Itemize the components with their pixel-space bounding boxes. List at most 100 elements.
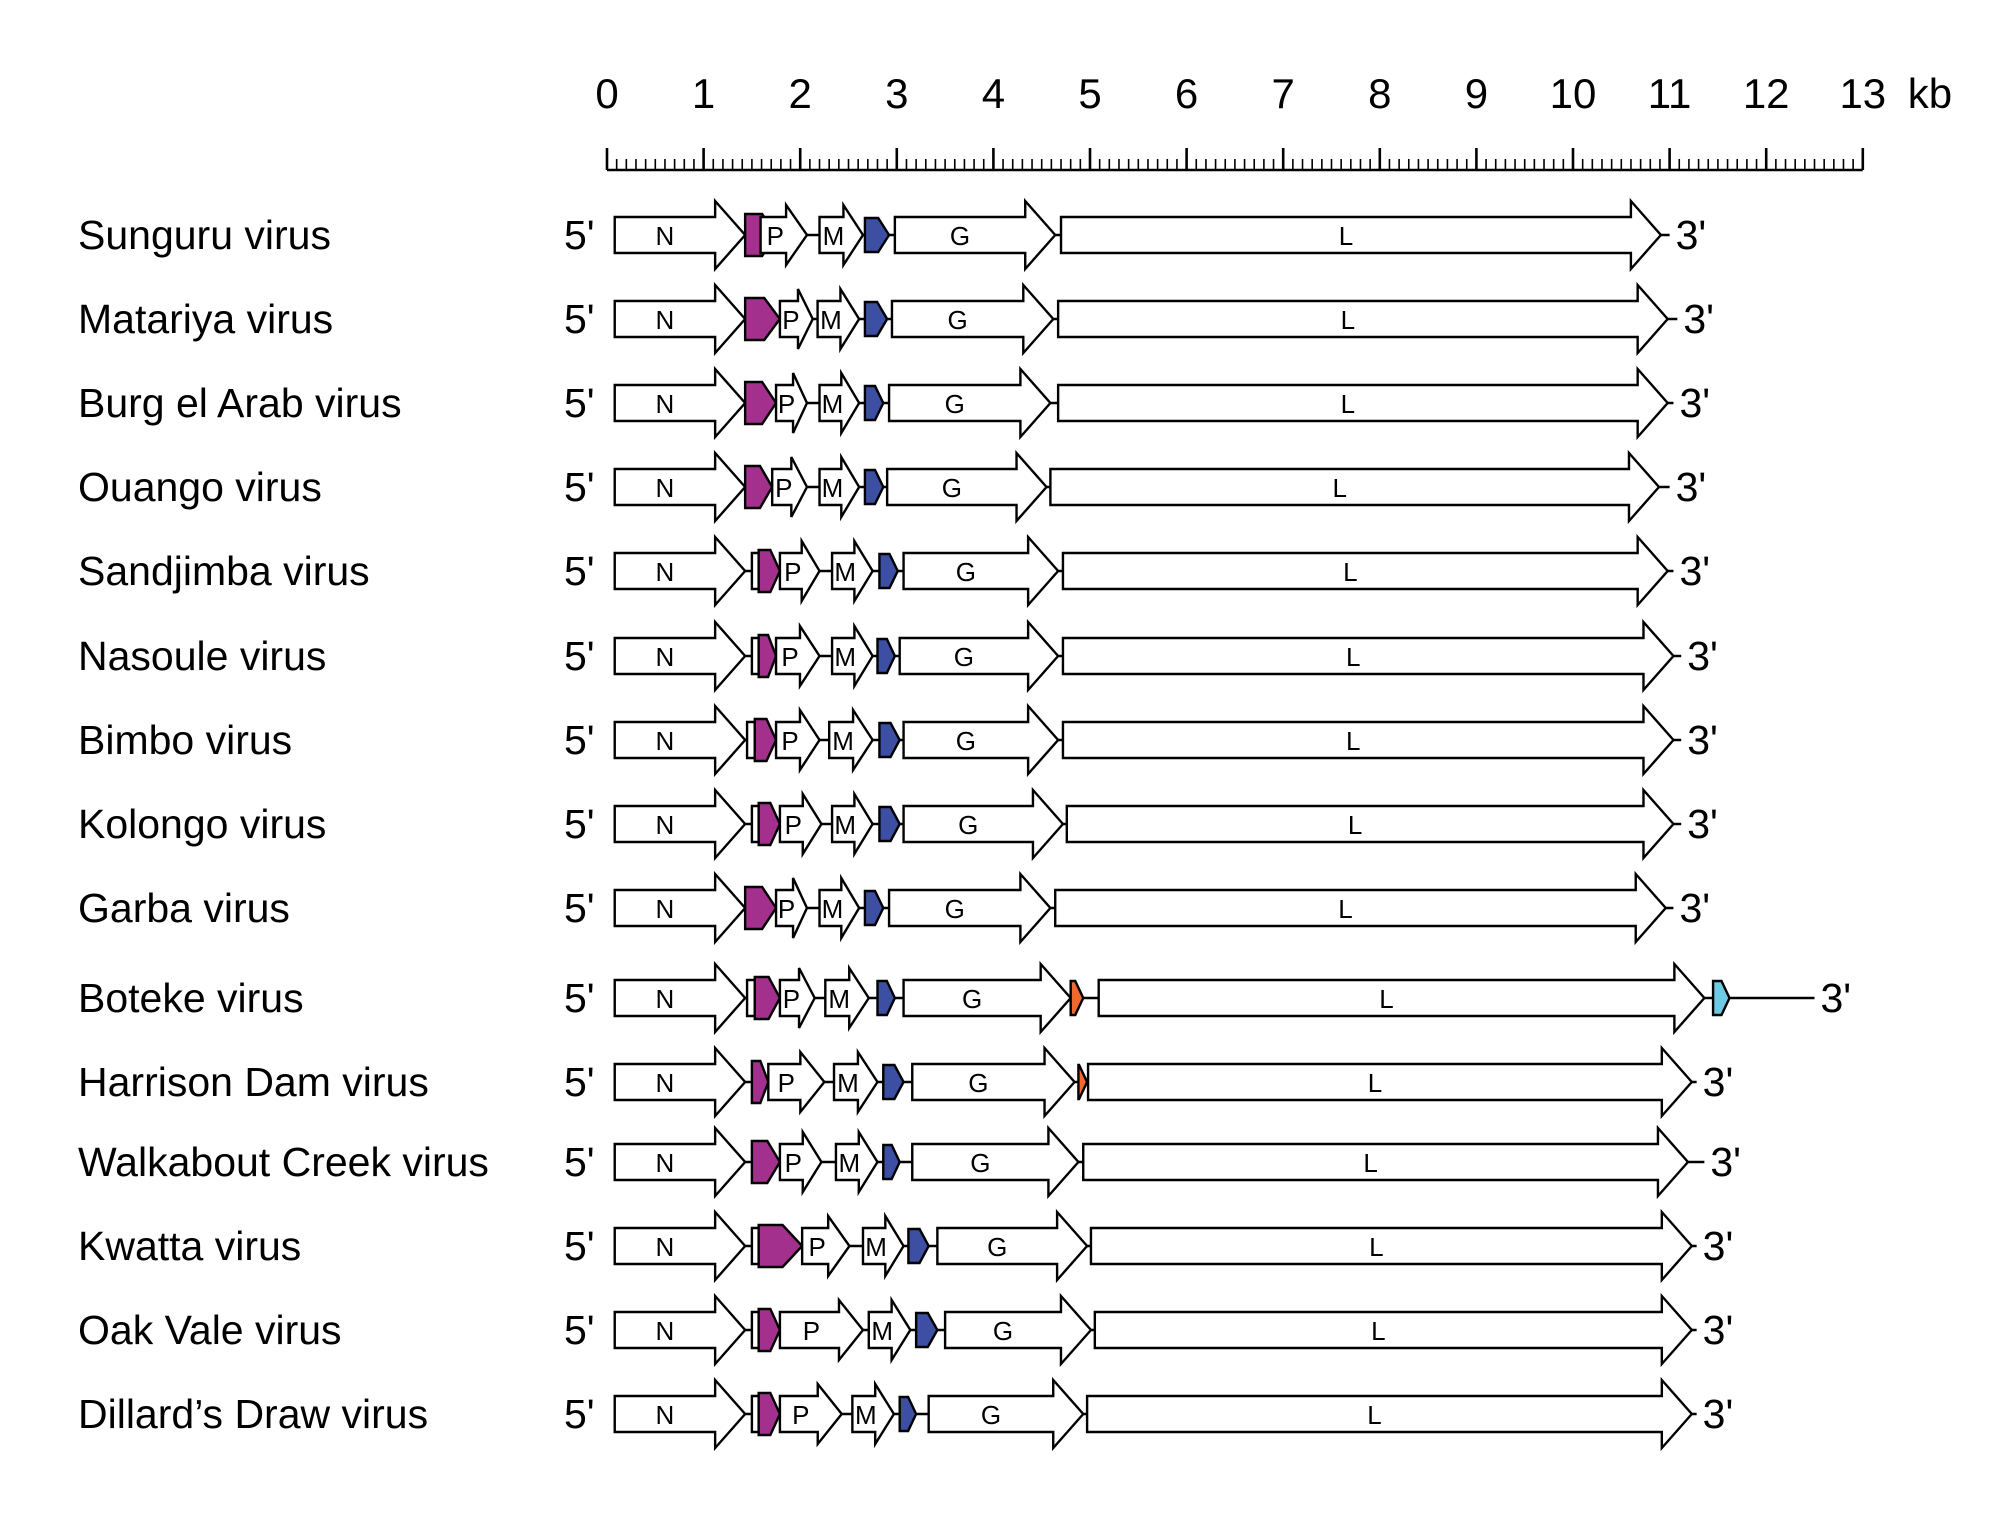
gene-m-arrow — [830, 621, 875, 691]
gene-m-arrow — [827, 705, 875, 775]
gene-label: N — [656, 557, 675, 587]
gene-label: N — [656, 810, 675, 840]
gene-label: M — [822, 894, 844, 924]
gene-n-arrow — [613, 1044, 747, 1120]
gene-label: L — [1338, 894, 1352, 924]
virus-name-label: Matariya virus — [78, 296, 333, 342]
gene-g-arrow — [927, 1376, 1085, 1452]
gene-label: M — [837, 1068, 859, 1098]
gene-label: L — [1369, 1232, 1383, 1262]
three-prime-label: 3' — [1703, 1059, 1734, 1105]
gene-g-arrow — [902, 786, 1065, 862]
gene-l-arrow — [1061, 533, 1670, 609]
gene-label: L — [1346, 642, 1360, 672]
gene-label: G — [945, 389, 965, 419]
five-prime-label: 5' — [564, 1059, 595, 1105]
five-prime-label: 5' — [564, 801, 595, 847]
gene-label: P — [808, 1232, 825, 1262]
gene-label: G — [942, 473, 962, 503]
five-prime-label: 5' — [564, 380, 595, 426]
gene-label: L — [1346, 726, 1360, 756]
gene-g-arrow — [902, 960, 1073, 1036]
gene-g-arrow — [902, 533, 1060, 609]
gene-label: L — [1379, 984, 1393, 1014]
gene-p-arrow — [759, 201, 809, 269]
virus-name-label: Harrison Dam virus — [78, 1059, 429, 1105]
three-prime-label: 3' — [1676, 464, 1707, 510]
three-prime-label: 3' — [1683, 296, 1714, 342]
virus-name-label: Oak Vale virus — [78, 1307, 342, 1353]
gene-g-arrow — [887, 365, 1052, 441]
gene-g-arrow — [898, 618, 1060, 694]
gene-p-arrow — [778, 288, 815, 350]
gene-label: L — [1371, 1316, 1385, 1346]
gene-label: G — [954, 642, 974, 672]
magenta-gene-arrow — [757, 1307, 782, 1353]
gene-label: L — [1368, 1068, 1382, 1098]
three-prime-label: 3' — [1687, 717, 1718, 763]
gene-label: L — [1343, 557, 1357, 587]
virus-name-label: Sunguru virus — [78, 212, 331, 258]
gene-label: L — [1332, 473, 1346, 503]
gene-label: N — [656, 984, 675, 1014]
gene-p-arrow — [774, 621, 821, 691]
blue-gene-arrow — [863, 889, 885, 927]
gene-label: N — [656, 1316, 675, 1346]
virus-name-label: Garba virus — [78, 885, 290, 931]
gene-n-arrow — [613, 1292, 747, 1368]
gene-n-arrow — [613, 618, 747, 694]
three-prime-label: 3' — [1687, 801, 1718, 847]
gene-label: P — [785, 1148, 802, 1178]
gene-p-arrow — [774, 877, 809, 939]
three-prime-label: 3' — [1703, 1223, 1734, 1269]
three-prime-label: 3' — [1821, 975, 1852, 1021]
gene-label: L — [1341, 305, 1355, 335]
scale-tick-label: 11 — [1648, 70, 1692, 117]
blue-gene-arrow — [878, 721, 902, 759]
gene-p-arrow — [778, 1380, 844, 1448]
gene-l-arrow — [1049, 449, 1661, 525]
virus-name-label: Walkabout Creek virus — [78, 1139, 489, 1185]
gene-p-arrow — [778, 967, 817, 1029]
blue-gene-arrow — [863, 468, 885, 506]
scale-tick-label: 4 — [982, 70, 1005, 117]
gene-p-arrow — [774, 372, 809, 434]
gene-label: M — [820, 305, 842, 335]
gene-label: M — [834, 642, 856, 672]
gene-label: G — [950, 221, 970, 251]
five-prime-label: 5' — [564, 548, 595, 594]
gene-label: N — [656, 473, 675, 503]
blue-gene-arrow — [882, 1063, 905, 1101]
gene-l-arrow — [1085, 1376, 1694, 1452]
gene-l-arrow — [1061, 618, 1676, 694]
gene-m-arrow — [818, 873, 861, 943]
three-prime-label: 3' — [1703, 1307, 1734, 1353]
gene-label: M — [839, 1148, 861, 1178]
gene-label: M — [871, 1316, 893, 1346]
gene-l-arrow — [1097, 960, 1706, 1036]
five-prime-label: 5' — [564, 885, 595, 931]
gene-label: P — [781, 642, 798, 672]
virus-name-label: Nasoule virus — [78, 633, 326, 679]
gene-p-arrow — [770, 456, 809, 518]
three-prime-label: 3' — [1679, 548, 1710, 594]
virus-name-label: Dillard’s Draw virus — [78, 1391, 428, 1437]
gene-g-arrow — [902, 702, 1060, 778]
magenta-gene-arrow — [753, 975, 782, 1021]
gene-label: M — [834, 810, 856, 840]
gene-label: N — [656, 221, 675, 251]
scale-tick-label: 9 — [1465, 70, 1488, 117]
gene-n-arrow — [613, 281, 747, 357]
gene-m-arrow — [818, 368, 861, 438]
